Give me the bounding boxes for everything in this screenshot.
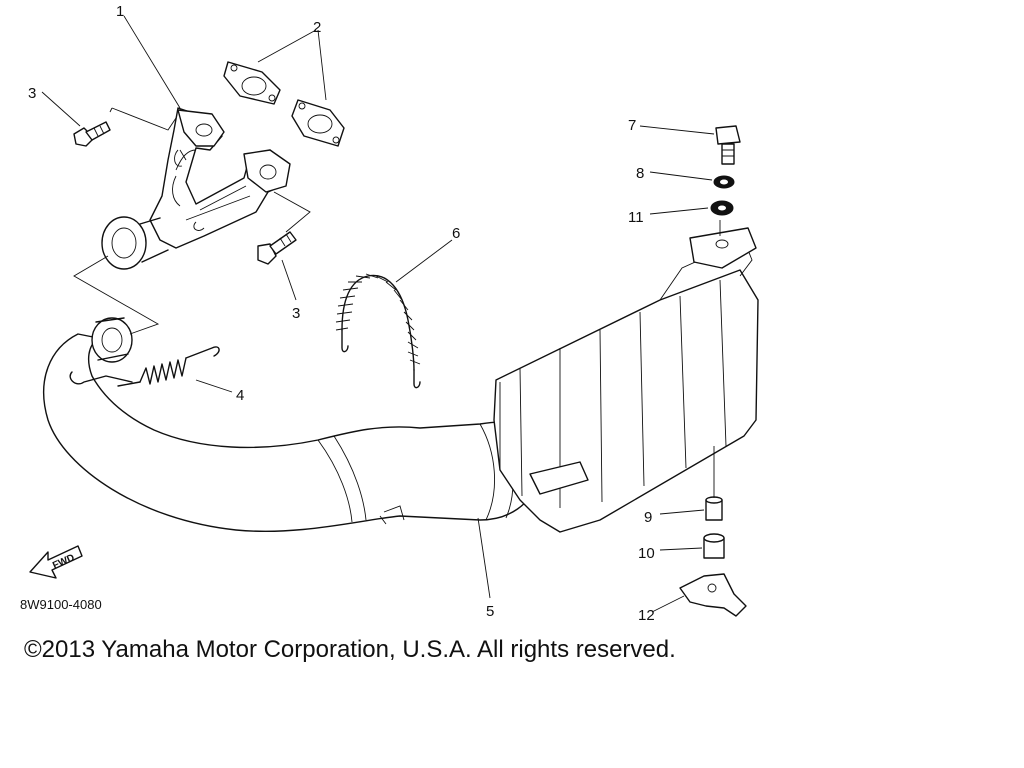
part-5-muffler-assembly (43, 227, 759, 533)
callout-4: 4 (236, 387, 244, 404)
diagram-code: 8W9100-4080 (20, 597, 102, 612)
part-2-gasket-lower (291, 99, 345, 147)
part-9-collar (705, 496, 723, 521)
callout-5: 5 (486, 603, 494, 620)
part-6-spring-cable (335, 273, 421, 389)
callout-11: 11 (628, 209, 644, 226)
part-8-washer (713, 175, 735, 189)
part-4-spring (69, 346, 220, 387)
part-2-gasket-upper (223, 61, 281, 105)
part-10-damper (703, 533, 725, 559)
part-11-washer (710, 200, 734, 216)
callout-8: 8 (636, 165, 644, 182)
callout-3-lower: 3 (292, 305, 300, 322)
part-3-bolt-lower (257, 231, 297, 265)
fwd-label: FWD (51, 552, 76, 571)
callout-1: 1 (116, 3, 124, 20)
callout-10: 10 (638, 545, 655, 562)
callout-3-upper: 3 (28, 85, 36, 102)
fwd-arrow-icon: FWD (29, 545, 83, 579)
callout-12: 12 (638, 607, 655, 624)
callout-2: 2 (313, 19, 321, 36)
copyright-notice: ©2013 Yamaha Motor Corporation, U.S.A. A… (24, 636, 676, 663)
part-1-exhaust-manifold (101, 107, 291, 270)
part-7-bolt (715, 125, 741, 165)
part-3-bolt-upper (73, 121, 111, 147)
callout-7: 7 (628, 117, 636, 134)
part-12-bracket (679, 573, 747, 617)
callout-9: 9 (644, 509, 652, 526)
leader-lines (41, 15, 721, 613)
callout-6: 6 (452, 225, 460, 242)
